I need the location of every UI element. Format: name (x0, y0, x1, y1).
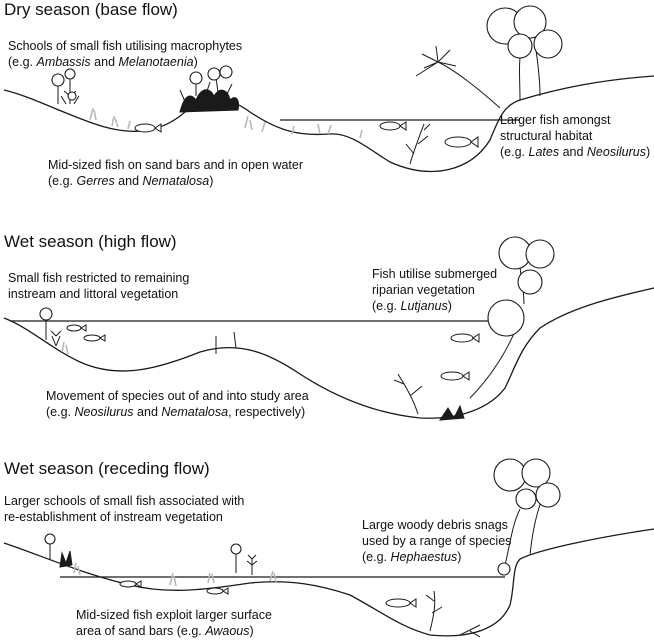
panel-title: Dry season (base flow) (4, 0, 178, 19)
label-small-fish-restricted: Small fish restricted to remaining instr… (8, 271, 190, 301)
submerged-grass (169, 570, 277, 587)
bank-plants-left (51, 68, 80, 105)
label-woody-debris: Large woody debris snags used by a range… (362, 518, 512, 564)
panel-dry-season: Dry season (base flow) (0, 0, 654, 215)
fish-large (444, 136, 479, 148)
riverbed-profile (3, 75, 654, 173)
fish-large (385, 598, 417, 608)
label-larger-schools: Larger schools of small fish associated … (4, 494, 245, 524)
wet-receding-flow-diagram (3, 458, 654, 638)
panel-title: Wet season (high flow) (4, 232, 177, 251)
label-submerged-riparian: Fish utilise submerged riparian vegetati… (372, 267, 498, 313)
submerged-grass (89, 107, 363, 139)
submerged-shrub (439, 404, 465, 421)
macrophyte-clump (179, 65, 239, 113)
riparian-tree (486, 5, 563, 101)
label-mid-sized-exploit: Mid-sized fish exploit larger surface ar… (76, 608, 272, 638)
label-movement-of-species: Movement of species out of and into stud… (46, 389, 309, 419)
riparian-tree (469, 236, 555, 399)
dry-season-diagram (3, 5, 654, 173)
panel-wet-high-flow: Wet season (high flow) (0, 228, 654, 438)
label-larger-fish: Larger fish amongst structural habitat (… (500, 113, 651, 159)
bank-plants-left (44, 533, 81, 576)
fish-small (119, 580, 229, 595)
riverbed-profile (3, 287, 654, 419)
bank-plants-left (39, 307, 69, 355)
wet-high-flow-diagram (3, 236, 654, 421)
fish-small (66, 324, 106, 342)
woody-stumps (215, 331, 237, 354)
fish-small (134, 123, 162, 133)
woody-snag (405, 123, 431, 165)
label-mid-sized-fish: Mid-sized fish on sand bars and in open … (48, 158, 304, 188)
label-small-fish: Schools of small fish utilising macrophy… (8, 39, 243, 69)
woody-debris-snag (425, 590, 481, 638)
palm-tree (415, 45, 501, 109)
woody-snag (393, 373, 423, 415)
panel-title: Wet season (receding flow) (4, 459, 210, 478)
emergent-plants (230, 543, 258, 575)
fish-mid-sized (379, 121, 407, 131)
riparian-tree (493, 458, 561, 576)
panel-wet-receding-flow: Wet season (receding flow) (0, 455, 654, 644)
fish-mid-sized (440, 333, 480, 381)
